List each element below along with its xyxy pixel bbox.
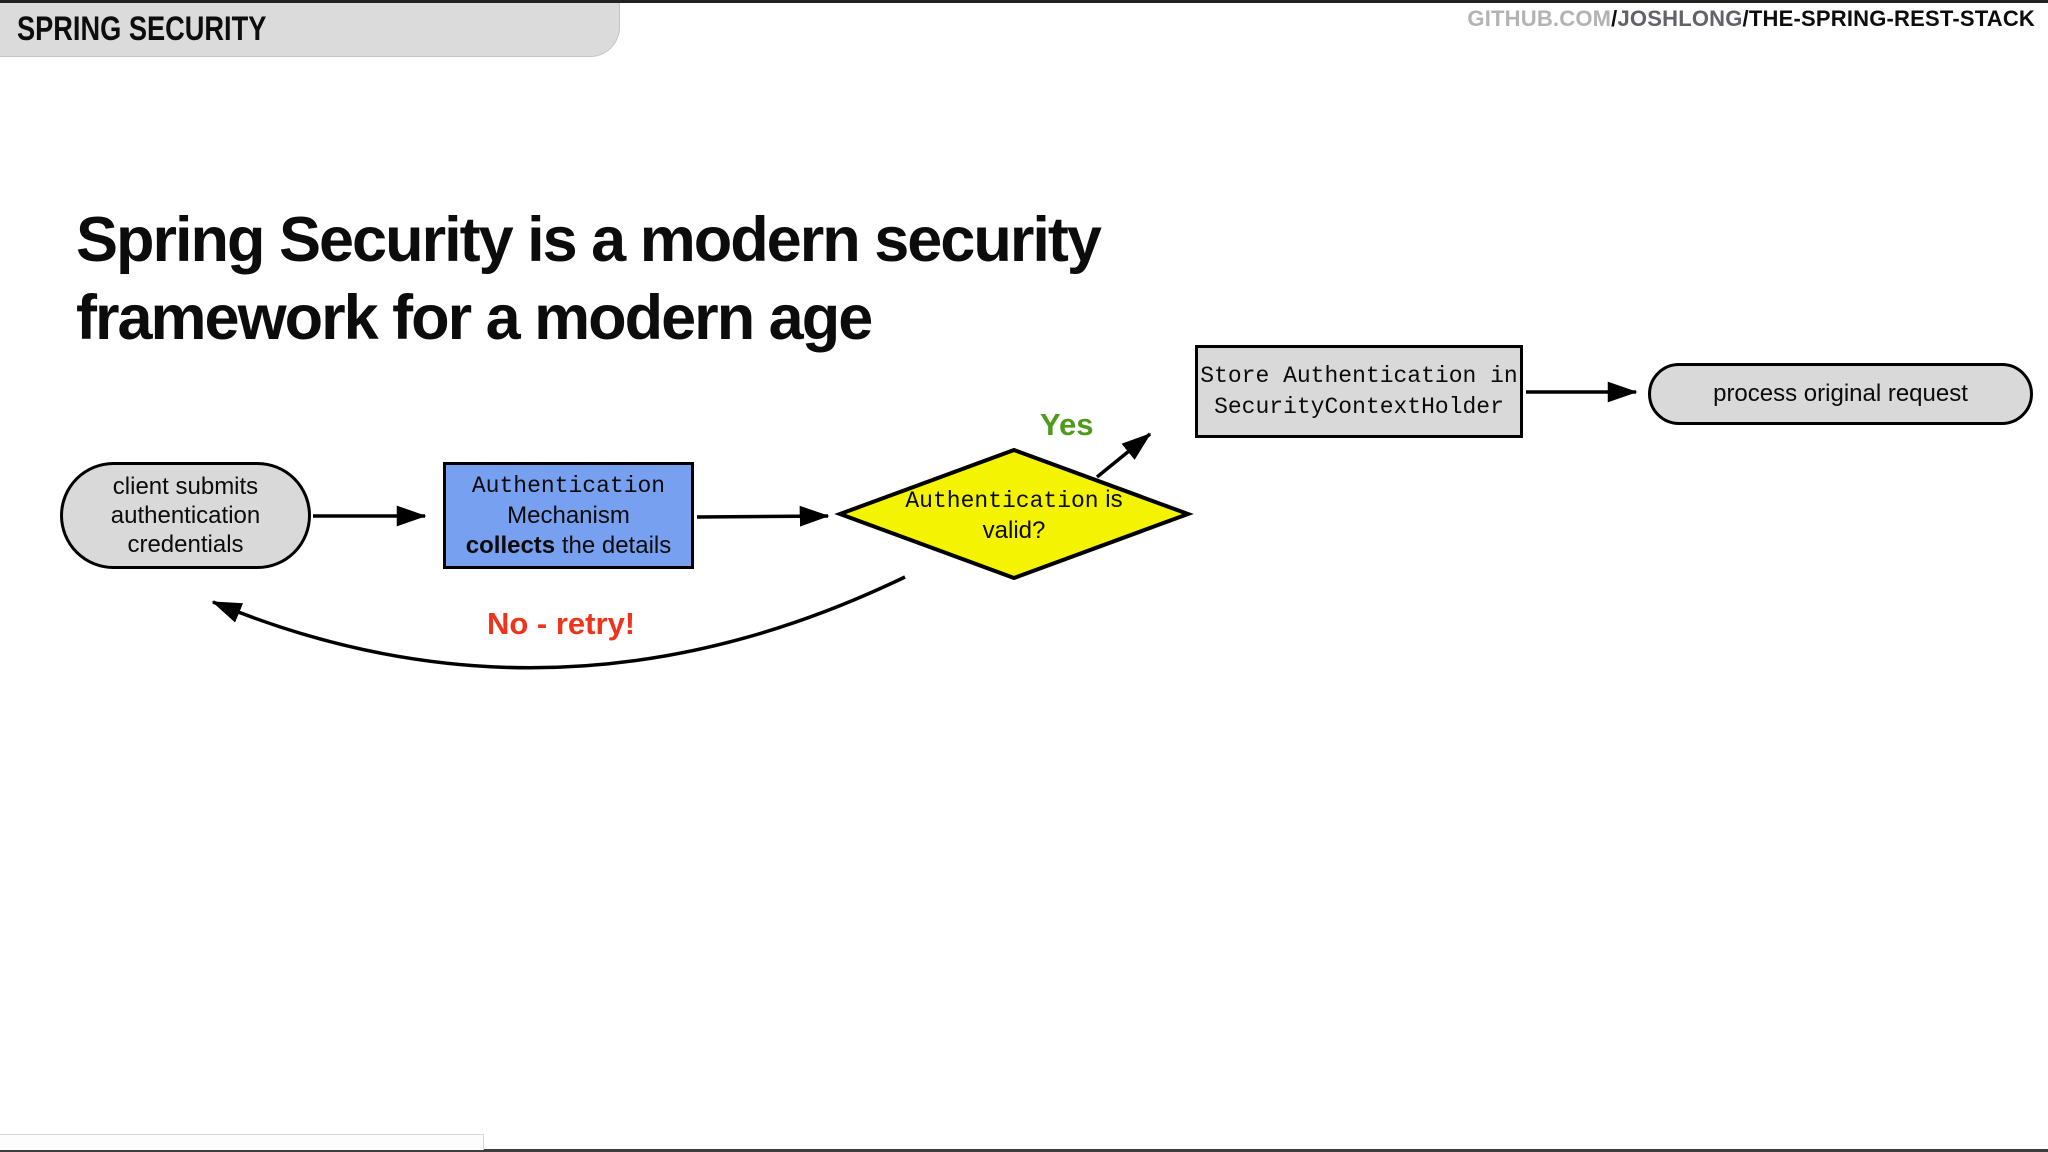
decision-line2: valid? xyxy=(982,516,1046,544)
github-repo: THE-SPRING-REST-STACK xyxy=(1748,6,2035,31)
section-title: SPRING SECURITY xyxy=(17,10,267,48)
slide-bottom-border xyxy=(0,1149,2048,1152)
auth-node-line2: Mechanism xyxy=(507,501,630,529)
section-header-tab: SPRING SECURITY xyxy=(0,3,620,57)
process-request-node: process original request xyxy=(1648,363,2033,425)
arrow-auth-to-decision xyxy=(696,505,830,527)
slide-top-border xyxy=(0,0,2048,3)
auth-node-line3: collects the details xyxy=(466,531,671,561)
process-node-label: process original request xyxy=(1713,380,1968,407)
client-credentials-node: client submits authentication credential… xyxy=(60,462,311,569)
github-domain: GITHUB.COM xyxy=(1467,6,1612,31)
github-user: JOSHLONG xyxy=(1617,6,1743,31)
github-reference: GITHUB.COM/JOSHLONG/THE-SPRING-REST-STAC… xyxy=(1467,6,2035,32)
store-node-line2: SecurityContextHolder xyxy=(1214,393,1504,420)
separator: / xyxy=(1742,6,1749,31)
client-node-line2: authentication xyxy=(110,502,261,529)
store-authentication-node: Store Authentication in SecurityContextH… xyxy=(1195,345,1523,438)
no-retry-label: No - retry! xyxy=(487,606,636,641)
client-node-line3: credentials xyxy=(127,531,244,558)
store-node-line1: Store Authentication in xyxy=(1200,362,1518,389)
auth-node-line1: Authentication xyxy=(471,472,666,499)
slide-title-line1: Spring Security is a modern security xyxy=(76,205,1102,275)
slide-title-line2: framework for a modern age xyxy=(76,283,873,353)
decision-code-word: Authentication xyxy=(905,487,1099,514)
slide-title: Spring Security is a modern security fra… xyxy=(76,201,1102,357)
authentication-mechanism-node: Authentication Mechanism collects the de… xyxy=(443,462,694,569)
auth-node-collects: collects xyxy=(465,531,556,559)
decision-rest: is xyxy=(1098,485,1123,513)
decision-node-text: Authentication is valid? xyxy=(864,469,1164,561)
client-node-line1: client submits xyxy=(112,473,259,500)
decision-line1: Authentication is xyxy=(905,485,1122,516)
separator: / xyxy=(1611,6,1618,31)
auth-node-details: the details xyxy=(555,531,672,559)
yes-branch-label: Yes xyxy=(1040,407,1094,442)
next-slide-edge xyxy=(0,1134,484,1150)
